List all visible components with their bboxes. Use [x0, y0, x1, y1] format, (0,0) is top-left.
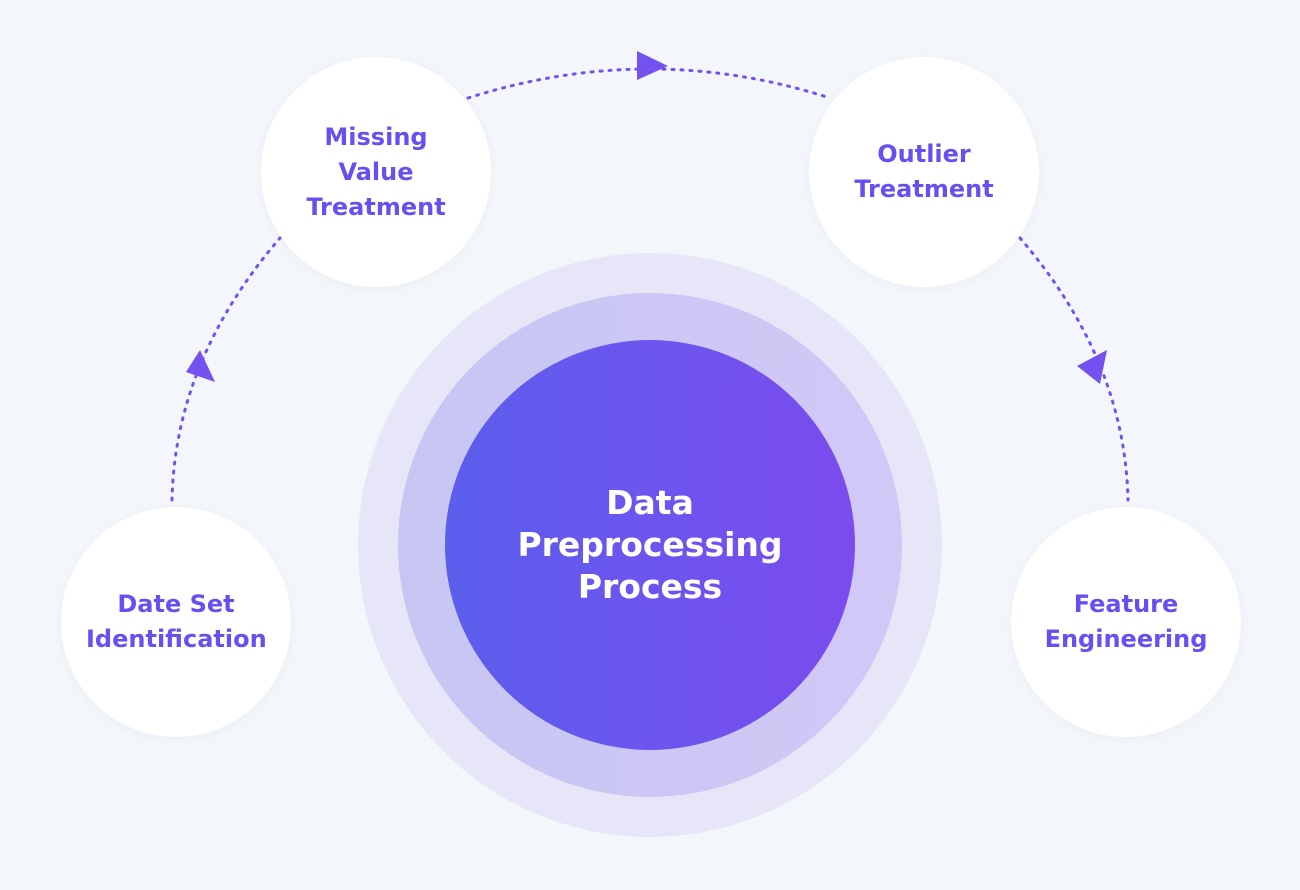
step-label: Date Set Identification: [86, 590, 267, 653]
connector-outlier-to-feature: [1018, 236, 1130, 502]
arrow-up-icon: [186, 350, 215, 382]
connector-missing-to-outlier: [466, 67, 832, 100]
center-circle: Data Preprocessing Process: [445, 340, 855, 750]
step-label: Missing Value Treatment: [306, 122, 446, 221]
step-feature-engineering: Feature Engineering: [1011, 507, 1241, 737]
step-label: Feature Engineering: [1044, 590, 1208, 653]
center-title: Data Preprocessing Process: [517, 483, 783, 606]
step-outlier-treatment: Outlier Treatment: [809, 57, 1039, 287]
arrow-right-icon: [637, 51, 668, 80]
connector-dataset-to-missing: [170, 236, 282, 502]
step-label: Outlier Treatment: [854, 140, 994, 203]
step-dataset-identification: Date Set Identification: [61, 507, 291, 737]
step-missing-value-treatment: Missing Value Treatment: [261, 57, 491, 287]
arrow-down-icon: [1077, 350, 1107, 384]
